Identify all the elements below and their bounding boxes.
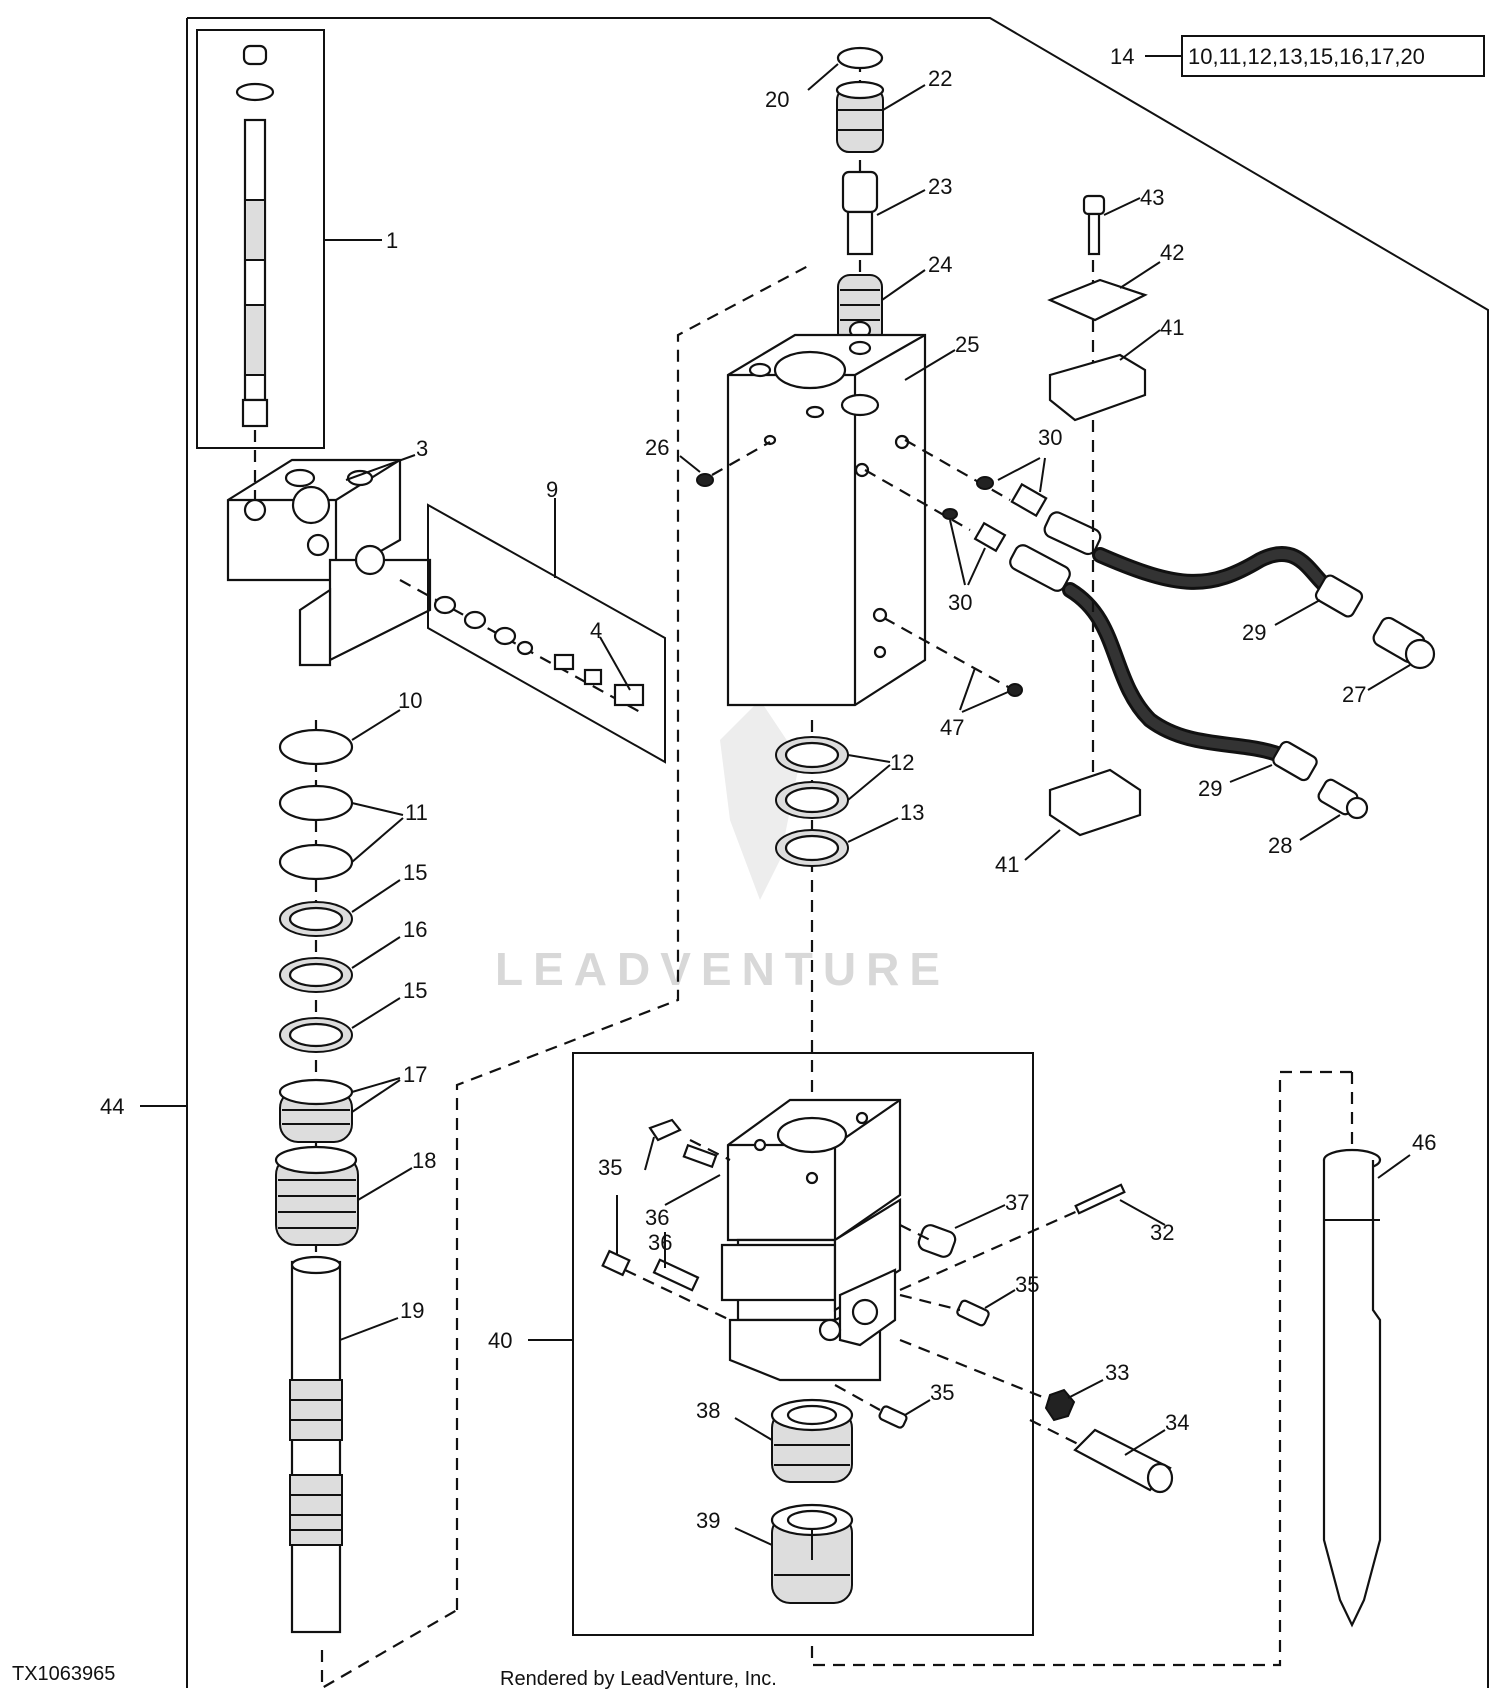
rod-assembly bbox=[235, 44, 275, 428]
label-38: 38 bbox=[696, 1398, 720, 1423]
label-28: 28 bbox=[1268, 833, 1292, 858]
coupler-28 bbox=[1317, 778, 1369, 820]
plug-37 bbox=[917, 1224, 957, 1258]
clamp-41-bottom bbox=[1048, 768, 1142, 837]
credit: Rendered by LeadVenture, Inc. bbox=[500, 1668, 777, 1690]
pin-35-d bbox=[878, 1405, 908, 1429]
seal-11a bbox=[278, 784, 354, 822]
label-3: 3 bbox=[416, 436, 428, 461]
label-16: 16 bbox=[403, 917, 427, 942]
coupler-27 bbox=[1372, 616, 1436, 670]
label-30: 30 bbox=[1038, 425, 1062, 450]
pin-35-b bbox=[601, 1249, 631, 1277]
label-41-top: 41 bbox=[1160, 315, 1184, 340]
label-39: 39 bbox=[696, 1508, 720, 1533]
clamp-41-top bbox=[1048, 353, 1147, 422]
label-32: 32 bbox=[1150, 1220, 1174, 1245]
label-15a: 15 bbox=[403, 860, 427, 885]
label-41-bottom: 41 bbox=[995, 852, 1019, 877]
pin-35-c bbox=[956, 1299, 990, 1327]
label-11: 11 bbox=[405, 800, 428, 825]
fitting-36 bbox=[973, 521, 1007, 553]
chisel-46 bbox=[1322, 1148, 1382, 1628]
label-47: 47 bbox=[940, 715, 964, 740]
valve-block-25 bbox=[726, 333, 927, 707]
sub-parts-panel bbox=[427, 503, 666, 764]
label-4: 4 bbox=[590, 618, 602, 643]
label-43: 43 bbox=[1140, 185, 1164, 210]
label-35-c: 35 bbox=[1015, 1272, 1039, 1297]
lower-housing bbox=[720, 1098, 902, 1382]
pin-32 bbox=[1074, 1183, 1126, 1215]
oring-30a bbox=[976, 476, 994, 490]
hose-lower bbox=[1009, 544, 1318, 782]
seal-17 bbox=[278, 1078, 354, 1143]
plug-47 bbox=[1007, 683, 1023, 697]
label-33: 33 bbox=[1105, 1360, 1129, 1385]
label-25: 25 bbox=[955, 332, 979, 357]
label-29-top: 29 bbox=[1242, 620, 1266, 645]
plate-42 bbox=[1047, 278, 1148, 322]
label-15b: 15 bbox=[403, 978, 427, 1003]
bushing-39 bbox=[770, 1503, 854, 1604]
label-36-top: 30 bbox=[948, 590, 972, 615]
label-12: 12 bbox=[890, 750, 914, 775]
label-36-b: 36 bbox=[648, 1230, 672, 1255]
bushing-18 bbox=[274, 1145, 359, 1246]
label-18: 18 bbox=[412, 1148, 436, 1173]
figure-id: TX1063965 bbox=[12, 1663, 115, 1685]
bushing-38 bbox=[770, 1398, 854, 1483]
label-17: 17 bbox=[403, 1062, 427, 1087]
label-14: 14 bbox=[1110, 44, 1134, 69]
sub-parts-row bbox=[399, 579, 645, 713]
hose-upper bbox=[1043, 511, 1364, 618]
seal-10 bbox=[278, 728, 354, 766]
plug-26 bbox=[696, 473, 714, 487]
valve-body bbox=[226, 458, 432, 667]
housing-box-40 bbox=[572, 1052, 1034, 1636]
label-9: 9 bbox=[546, 477, 558, 502]
label-1: 1 bbox=[386, 228, 398, 253]
watermark-text: LEADVENTURE bbox=[495, 943, 950, 995]
clip-35-top bbox=[648, 1118, 682, 1142]
label-22: 22 bbox=[928, 66, 952, 91]
label-37: 37 bbox=[1005, 1190, 1029, 1215]
oring-36a bbox=[942, 508, 958, 520]
nut-33 bbox=[1044, 1388, 1076, 1422]
label-44: 44 bbox=[100, 1094, 124, 1119]
label-23: 23 bbox=[928, 174, 952, 199]
label-13: 13 bbox=[900, 800, 924, 825]
label-34: 34 bbox=[1165, 1410, 1189, 1435]
label-42: 42 bbox=[1160, 240, 1184, 265]
assembly-outline bbox=[186, 17, 1489, 1688]
label-29-bottom: 29 bbox=[1198, 776, 1222, 801]
pin-36-b bbox=[652, 1258, 700, 1292]
label-24: 24 bbox=[928, 252, 952, 277]
label-26: 26 bbox=[645, 435, 669, 460]
seal-20 bbox=[836, 46, 884, 70]
kit-box-text: 10,11,12,13,15,16,17,20 bbox=[1188, 44, 1425, 69]
label-19: 19 bbox=[400, 1298, 424, 1323]
seal-11b bbox=[278, 843, 354, 881]
seal-22 bbox=[835, 80, 885, 153]
pin-36 bbox=[682, 1143, 718, 1169]
label-20: 20 bbox=[765, 87, 789, 112]
kit-box bbox=[1181, 35, 1485, 77]
label-40: 40 bbox=[488, 1328, 512, 1353]
bolt-43 bbox=[1082, 194, 1106, 256]
label-46: 46 bbox=[1412, 1130, 1436, 1155]
label-35-top: 35 bbox=[598, 1155, 622, 1180]
fitting-30 bbox=[1010, 482, 1048, 518]
label-35-d: 35 bbox=[930, 1380, 954, 1405]
label-27: 27 bbox=[1342, 682, 1366, 707]
sleeve-34 bbox=[1073, 1428, 1174, 1494]
spool-23 bbox=[841, 170, 879, 256]
label-36-a: 36 bbox=[645, 1205, 669, 1230]
label-10: 10 bbox=[398, 688, 422, 713]
piston-19 bbox=[289, 1255, 343, 1634]
